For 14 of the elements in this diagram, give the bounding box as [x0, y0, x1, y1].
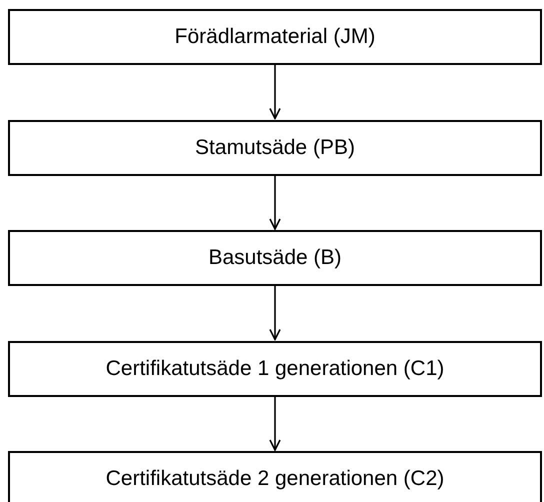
arrow — [269, 396, 281, 451]
process-box — [8, 230, 542, 286]
process-box — [8, 9, 542, 65]
arrow — [269, 176, 281, 230]
process-box — [8, 451, 542, 502]
box-label: Förädlarmaterial (JM) — [174, 25, 376, 49]
arrow — [269, 286, 281, 340]
box-label: Basutsäde (B) — [208, 246, 342, 270]
box-label: Stamutsäde (PB) — [195, 136, 355, 160]
box-label: Certifikatutsäde 1 generationen (C1) — [106, 356, 444, 380]
process-box — [8, 120, 542, 176]
box-label: Certifikatutsäde 2 generationen (C2) — [106, 467, 444, 491]
arrow — [269, 65, 281, 120]
process-box — [8, 340, 542, 396]
